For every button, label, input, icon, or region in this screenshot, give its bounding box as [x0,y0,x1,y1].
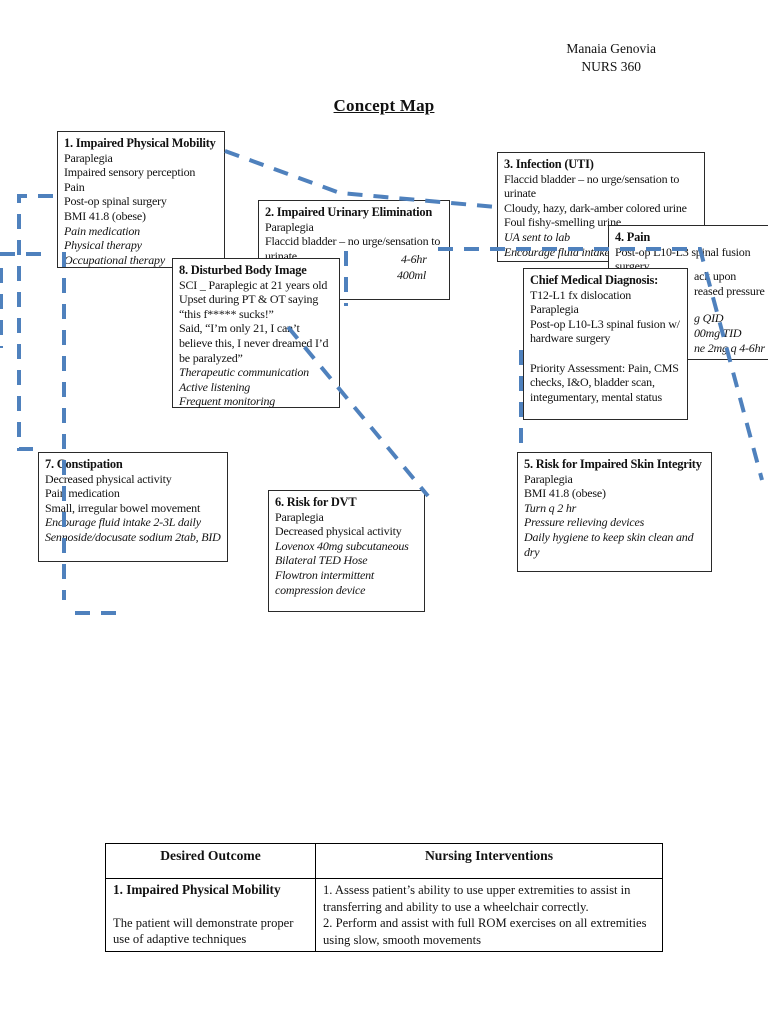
box-line: Small, irregular bowel movement [45,500,201,515]
box-line: Priority Assessment: Pain, CMS checks, I… [530,360,679,404]
outcomes-interventions-table: Desired Outcome Nursing Interventions 1.… [105,843,663,952]
box-line: Foul fishy-smelling urine [504,215,621,230]
box-line: Impaired sensory perception [64,165,196,180]
box-line: ack upon [694,269,737,283]
box-title: 2. Impaired Urinary Elimination [265,205,433,219]
box-line: Decreased physical activity [45,471,172,486]
box-line: Flaccid bladder – no urge/sensation to u… [504,171,680,201]
connector-box1-box7-loop [17,194,53,451]
concept-box-chief-medical-diagnosis: Chief Medical Diagnosis:T12-L1 fx disloc… [523,268,688,420]
box-line: 00mg TID [694,326,742,340]
box-line [530,346,681,361]
desired-outcome-cell: 1. Impaired Physical Mobility The patien… [105,878,316,952]
header-nursing-interventions: Nursing Interventions [315,843,663,879]
box-line: BMI 41.8 (obese) [64,208,146,223]
box-title: 3. Infection (UTI) [504,157,594,171]
box-title: 1. Impaired Physical Mobility [64,136,216,150]
box-title: 7. Constipation [45,457,123,471]
box-line: Flowtron intermittent compression device [275,567,375,597]
box-line: UA sent to lab [504,229,570,244]
course-name: NURS 360 [581,59,642,74]
box-line: Pain [64,179,85,194]
table-row: 1. Impaired Physical Mobility The patien… [105,878,663,952]
author-name: Manaia Genovia [566,41,656,56]
table-header-row: Desired Outcome Nursing Interventions [105,843,663,879]
box-line: Therapeutic communication [179,365,309,380]
connector-box1-box3 [224,149,497,209]
box-line: Active listening [179,379,251,394]
box-line: Decreased physical activity [275,524,402,539]
box-line: Pain medication [64,223,140,238]
box-line: T12-L1 fx dislocation [530,287,632,302]
nursing-interventions-cell: 1. Assess patient’s ability to use upper… [315,878,663,952]
box-line: SCI _ Paraplegic at 21 years old [179,277,328,292]
box-title: 6. Risk for DVT [275,495,357,509]
box-line: Paraplegia [530,302,579,317]
outcome-text: The patient will demonstrate proper use … [113,915,294,947]
box-line: Pressure relieving devices [524,515,645,530]
box-line: Paraplegia [265,219,314,234]
box-line: ne 2mg q 4-6hr [694,341,765,355]
box-line: Turn q 2 hr [524,500,577,515]
box-title: 4. Pain [615,230,651,244]
spacer [113,899,308,915]
header-desired-outcome: Desired Outcome [105,843,316,879]
outcome-title: 1. Impaired Physical Mobility [113,882,281,897]
box-line: Physical therapy [64,238,142,253]
box-title: 8. Disturbed Body Image [179,263,307,277]
author-block: Manaia Genovia NURS 360 [566,40,656,76]
box-line: 400ml [397,268,427,282]
box-line: Paraplegia [524,471,573,486]
box-line: Cloudy, hazy, dark-amber colored urine [504,200,687,215]
box-line: Pain medication [45,486,120,501]
box-line: Upset during PT & OT saying “this f*****… [179,292,319,321]
box-line: Sennoside/docusate sodium 2tab, BID [45,529,221,544]
box-title: 5. Risk for Impaired Skin Integrity [524,457,702,471]
box-line: 4-6hr [401,252,427,266]
box-line: Daily hygiene to keep skin clean and dry [524,529,694,559]
intervention-item: 2. Perform and assist with full ROM exer… [323,916,647,947]
box-line: BMI 41.8 (obese) [524,486,606,501]
box-line: Paraplegia [64,150,113,165]
box-line: Encourage fluid intake 2-3L daily [45,515,201,530]
box-line: Frequent monitoring [179,394,276,409]
page-title: Concept Map [333,96,435,115]
box-title: Chief Medical Diagnosis: [530,273,659,287]
box-line: Paraplegia [275,509,324,524]
box-line: Post-op L10-L3 spinal fusion w/ hardware… [530,316,680,346]
box-line: Said, “I’m only 21, I can’t believe this… [179,321,329,365]
box-line: Bilateral TED Hose [275,553,368,568]
box-line: Post-op spinal surgery [64,194,167,209]
intervention-item: 1. Assess patient’s ability to use upper… [323,883,631,914]
box-line: Lovenox 40mg subcutaneous [275,538,409,553]
box-line: reased pressure [694,284,765,298]
box-line: g QID [694,311,724,325]
box-line: Occupational therapy [64,252,165,267]
